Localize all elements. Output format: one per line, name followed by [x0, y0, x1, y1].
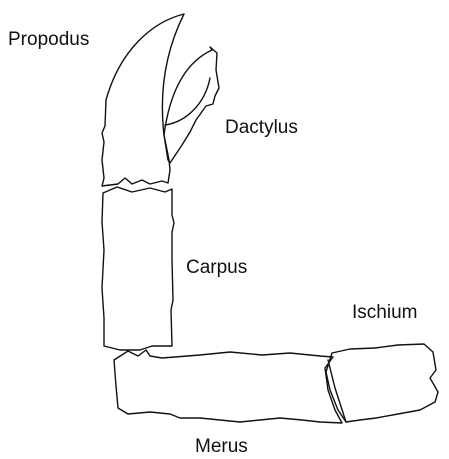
merus-segment	[114, 350, 342, 423]
carpus-segment	[102, 187, 174, 350]
dactylus-segment	[164, 47, 219, 163]
ischium-label: Ischium	[352, 302, 417, 323]
propodus-label: Propodus	[8, 29, 89, 50]
carpus-label: Carpus	[186, 257, 247, 278]
dactylus-label: Dactylus	[225, 117, 298, 138]
merus-label: Merus	[195, 436, 248, 457]
